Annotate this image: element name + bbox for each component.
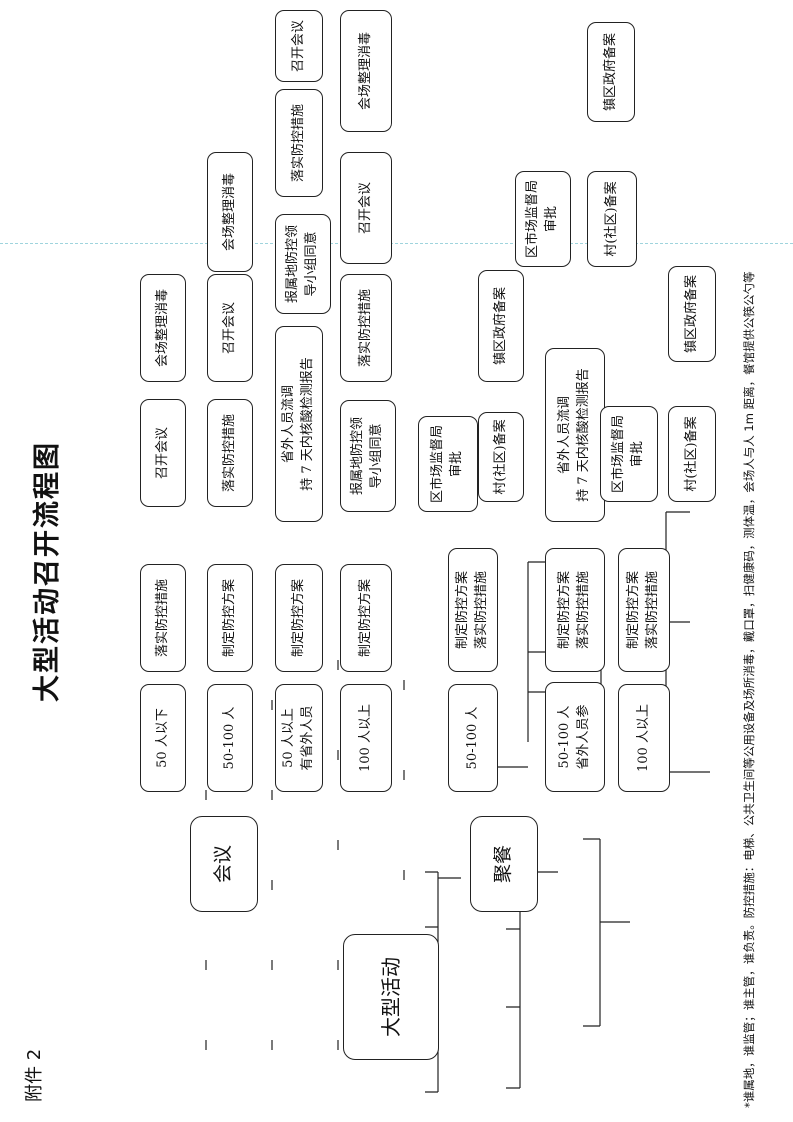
- page-title: 大型活动召开流程图: [32, 441, 63, 702]
- meeting-step-node: 召开会议: [275, 10, 323, 82]
- dining-step-node: 村(社区)备案: [587, 171, 637, 267]
- meeting-step-node: 制定防控方案: [207, 564, 253, 672]
- meeting-step-node: 会场整理消毒: [140, 274, 186, 382]
- meeting-step-node: 召开会议: [207, 274, 253, 382]
- dining-step-node: 村(社区)备案: [478, 412, 524, 502]
- dining-step-node: 村(社区)备案: [668, 406, 716, 502]
- dining-step-node: 区市场监督局 审批: [515, 171, 571, 267]
- dining-node: 聚餐: [470, 816, 538, 912]
- appendix-label: 附件 2: [24, 1048, 45, 1102]
- dining-step-node: 镇区政府备案: [668, 266, 716, 362]
- meeting-size-node: 50-100 人: [207, 684, 253, 792]
- dining-step-node: 镇区政府备案: [587, 22, 635, 122]
- meeting-step-node: 落实防控措施: [207, 399, 253, 507]
- meeting-node: 会议: [190, 816, 258, 912]
- meeting-step-node: 报属地防控领 导小组同意: [340, 400, 396, 512]
- footnote: *谁属地，谁监管；谁主管，谁负责。防控措施：电梯、公共卫生间等公用设备及场所消毒…: [742, 271, 756, 1108]
- meeting-step-node: 召开会议: [340, 152, 392, 264]
- dining-step-node: 区市场监督局 审批: [600, 406, 658, 502]
- meeting-step-node: 落实防控措施: [140, 564, 186, 672]
- dining-size-node: 50-100 人 省外人员参: [545, 682, 605, 792]
- root-node: 大型活动: [343, 934, 439, 1060]
- meeting-size-node: 50 人以下: [140, 684, 186, 792]
- dining-step-node: 制定防控方案 落实防控措施: [545, 548, 605, 672]
- meeting-step-node: 省外人员流调 持 7 天内核酸检测报告: [275, 326, 323, 522]
- meeting-step-node: 召开会议: [140, 399, 186, 507]
- meeting-size-node: 50 人以上 有省外人员: [275, 684, 323, 792]
- dining-size-node: 100 人以上: [618, 684, 670, 792]
- dining-step-node: 制定防控方案 落实防控措施: [448, 548, 498, 672]
- dining-step-node: 制定防控方案 落实防控措施: [618, 548, 670, 672]
- meeting-step-node: 会场整理消毒: [207, 152, 253, 272]
- dining-step-node: 区市场监督局 审批: [418, 416, 478, 512]
- meeting-step-node: 报属地防控领 导小组同意: [275, 214, 331, 314]
- dining-step-node: 省外人员流调 持 7 天内核酸检测报告: [545, 348, 605, 522]
- meeting-step-node: 落实防控措施: [275, 89, 323, 197]
- meeting-step-node: 落实防控措施: [340, 274, 392, 382]
- meeting-size-node: 100 人以上: [340, 684, 392, 792]
- meeting-step-node: 制定防控方案: [340, 564, 392, 672]
- meeting-step-node: 制定防控方案: [275, 564, 323, 672]
- dining-size-node: 50-100 人: [448, 684, 498, 792]
- meeting-step-node: 会场整理消毒: [340, 10, 392, 132]
- dining-step-node: 镇区政府备案: [478, 270, 524, 382]
